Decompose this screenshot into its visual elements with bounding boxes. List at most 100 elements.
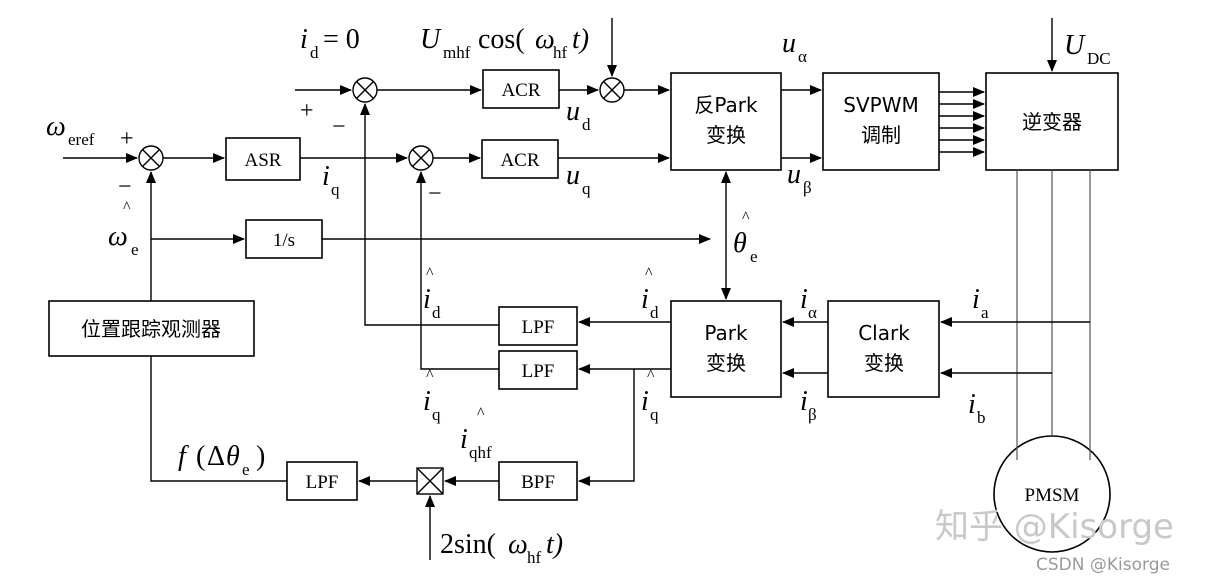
- csdn-watermark: CSDN @Kisorge: [1036, 555, 1170, 575]
- svg-text:e: e: [131, 240, 139, 259]
- position-observer-block: 位置跟踪观测器: [48, 300, 255, 357]
- svg-text:cos(: cos(: [478, 24, 525, 55]
- svg-text:(: (: [196, 441, 205, 472]
- id-feedback-line: [360, 103, 499, 326]
- minus-sign-d: −: [332, 114, 346, 140]
- svg-text:q: q: [650, 405, 659, 424]
- ud-label: u d: [566, 96, 591, 134]
- svg-text:e: e: [242, 460, 250, 479]
- integrator-label: 1/s: [273, 230, 295, 251]
- udc-label: U DC: [1064, 30, 1111, 68]
- uq-label: u q: [566, 160, 591, 198]
- lpf-d-label: LPF: [522, 317, 555, 338]
- svg-text:β: β: [808, 405, 817, 424]
- svg-text:ω: ω: [108, 221, 128, 252]
- svg-text:hf: hf: [527, 548, 542, 567]
- inverse-park-label-2: 变换: [706, 123, 746, 147]
- svg-text:i: i: [460, 424, 468, 455]
- id-hat-left-label: ^ i d: [423, 265, 441, 322]
- speed-ref-label: ω eref: [46, 111, 95, 149]
- svg-text:ω: ω: [46, 111, 66, 142]
- svg-text:^: ^: [426, 265, 434, 282]
- iq-hat-right-label: ^ i q: [641, 367, 659, 424]
- error-to-observer-line: [150, 356, 287, 482]
- plus-sign-d: +: [300, 98, 314, 124]
- svg-text:^: ^: [645, 265, 653, 282]
- svg-text:i: i: [322, 161, 330, 192]
- svg-text:i: i: [800, 386, 808, 417]
- pmsm-motor: PMSM: [993, 435, 1111, 553]
- demod-signal-label: 2sin( ω hf t): [440, 529, 563, 567]
- svg-text:i: i: [968, 389, 976, 420]
- svg-text:β: β: [803, 178, 812, 197]
- svg-text:q: q: [582, 179, 591, 198]
- park-label-2: 变换: [706, 351, 746, 375]
- iqhf-label: ^ i qhf: [460, 405, 492, 462]
- svg-text:i: i: [641, 386, 649, 417]
- minus-sign-speed: −: [118, 174, 132, 200]
- svpwm-label-1: SVPWM: [843, 93, 918, 117]
- id-hat-right-label: ^ i d: [641, 265, 659, 322]
- svg-text:ω: ω: [535, 24, 555, 55]
- sum-junction-d: [352, 77, 378, 103]
- inverse-park-label-1: 反Park: [694, 93, 758, 117]
- ia-label: i a: [972, 284, 989, 322]
- svg-text:u: u: [566, 160, 580, 191]
- svg-text:qhf: qhf: [469, 443, 492, 462]
- svpwm-block: SVPWM 调制: [822, 72, 940, 171]
- bpf-block: BPF: [498, 461, 578, 501]
- ibeta-label: i β: [800, 386, 817, 424]
- ubeta-label: u β: [787, 159, 812, 197]
- sum-junction-hf-injection: [599, 77, 625, 103]
- acr-d-label: ACR: [501, 80, 540, 101]
- svg-text:θ: θ: [226, 441, 240, 472]
- gate-signal-arrows: [939, 87, 985, 157]
- svg-text:2sin(: 2sin(: [440, 529, 496, 560]
- asr-label: ASR: [245, 150, 282, 171]
- bpf-label: BPF: [521, 472, 555, 493]
- svg-text:^: ^: [123, 199, 131, 216]
- svpwm-label-2: 调制: [861, 123, 901, 147]
- svg-text:q: q: [331, 180, 340, 199]
- svg-text:^: ^: [647, 367, 655, 384]
- acr-d-block: ACR: [482, 69, 560, 109]
- svg-text:hf: hf: [553, 43, 568, 62]
- svg-text:e: e: [750, 247, 758, 266]
- svg-text:u: u: [782, 28, 796, 59]
- iq-to-bpf-line: [578, 369, 635, 486]
- theta-estimate-label: ^ θ e: [733, 209, 758, 266]
- park-block: Park 变换: [670, 300, 782, 398]
- svg-text:Δ: Δ: [207, 441, 225, 472]
- svg-text:mhf: mhf: [443, 43, 471, 62]
- svg-text:): ): [256, 441, 265, 472]
- svg-text:α: α: [798, 47, 807, 66]
- acr-q-block: ACR: [481, 139, 559, 179]
- svg-text:i: i: [300, 24, 308, 55]
- svg-text:^: ^: [426, 367, 434, 384]
- integrator-block: 1/s: [245, 219, 323, 259]
- iq-feedback-line: [416, 171, 499, 370]
- position-observer-label: 位置跟踪观测器: [81, 317, 221, 341]
- pmsm-label: PMSM: [1025, 485, 1080, 506]
- asr-block: ASR: [225, 137, 301, 181]
- lpf-output-label: LPF: [306, 472, 339, 493]
- acr-q-label: ACR: [500, 150, 539, 171]
- clark-label-1: Clark: [858, 321, 910, 345]
- svg-text:q: q: [432, 405, 441, 424]
- lpf-output-block: LPF: [286, 461, 358, 501]
- multiplier: [416, 467, 444, 495]
- svg-text:α: α: [808, 303, 817, 322]
- iq-ref-label: i q: [322, 161, 340, 199]
- lpf-q-label: LPF: [522, 361, 555, 382]
- hf-voltage-label: U mhf cos( ω hf t): [420, 24, 589, 62]
- svg-text:^: ^: [477, 405, 485, 422]
- svg-text:a: a: [981, 303, 989, 322]
- svg-text:d: d: [650, 303, 659, 322]
- svg-text:f: f: [178, 441, 189, 472]
- iq-hat-left-label: ^ i q: [423, 367, 441, 424]
- lpf-d-block: LPF: [498, 306, 578, 346]
- clark-block: Clark 变换: [827, 300, 940, 398]
- inverse-park-block: 反Park 变换: [670, 72, 782, 171]
- zhihu-watermark: 知乎 @Kisorge: [935, 507, 1174, 547]
- sum-junction-q: [408, 145, 434, 171]
